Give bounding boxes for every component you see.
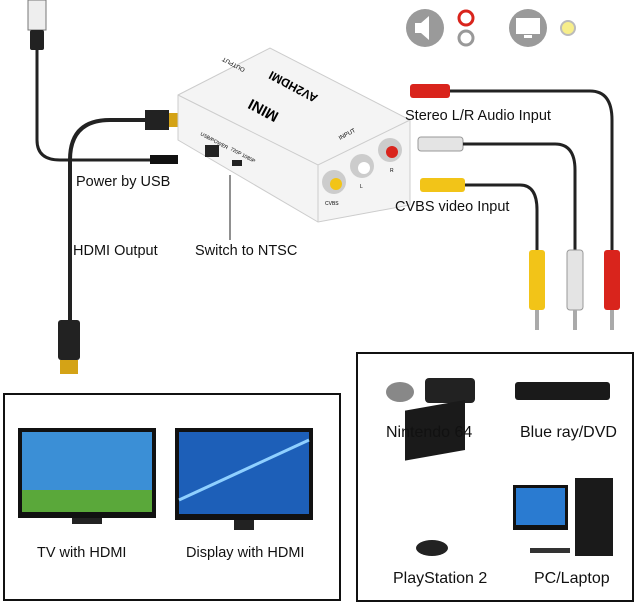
hdmi-output-label: HDMI Output <box>73 243 158 259</box>
stereo-audio-label: Stereo L/R Audio Input <box>405 108 551 124</box>
output-label: TV with HDMI <box>37 545 127 561</box>
usb-cable <box>27 0 178 164</box>
converter-box: MINI AV2HDMI OUTPUT INPUT USB/POWER 720P… <box>177 47 411 223</box>
svg-text:CVBS: CVBS <box>325 201 339 207</box>
usb-power-label: Power by USB <box>76 174 171 190</box>
rca-cables <box>410 84 620 330</box>
hdmi-cable <box>58 110 200 374</box>
speaker-icon <box>406 9 444 47</box>
source-devices-panel: Nintendo 64 Blue ray/DVD PlayStation 2 P… <box>356 352 634 602</box>
output-devices-panel: TV with HDMI Display with HDMI <box>3 393 341 601</box>
output-label: Display with HDMI <box>186 545 305 561</box>
playstation-2-image <box>405 400 465 556</box>
video-jack-icon <box>560 20 576 36</box>
ntsc-switch-label: Switch to NTSC <box>195 243 298 259</box>
source-label: Nintendo 64 <box>386 424 473 441</box>
cvbs-video-label: CVBS video Input <box>395 199 510 215</box>
display-image <box>175 428 313 530</box>
svg-text:L: L <box>360 184 363 190</box>
source-label: PlayStation 2 <box>393 570 488 587</box>
monitor-icon <box>509 9 547 47</box>
nintendo-64-image <box>386 378 475 403</box>
source-label: Blue ray/DVD <box>520 424 617 441</box>
svg-text:R: R <box>390 168 394 174</box>
pc-laptop-image <box>513 478 613 556</box>
bluray-dvd-image <box>515 382 610 400</box>
audio-jacks-icon <box>457 9 475 47</box>
source-label: PC/Laptop <box>534 570 610 587</box>
tv-image <box>18 428 156 524</box>
